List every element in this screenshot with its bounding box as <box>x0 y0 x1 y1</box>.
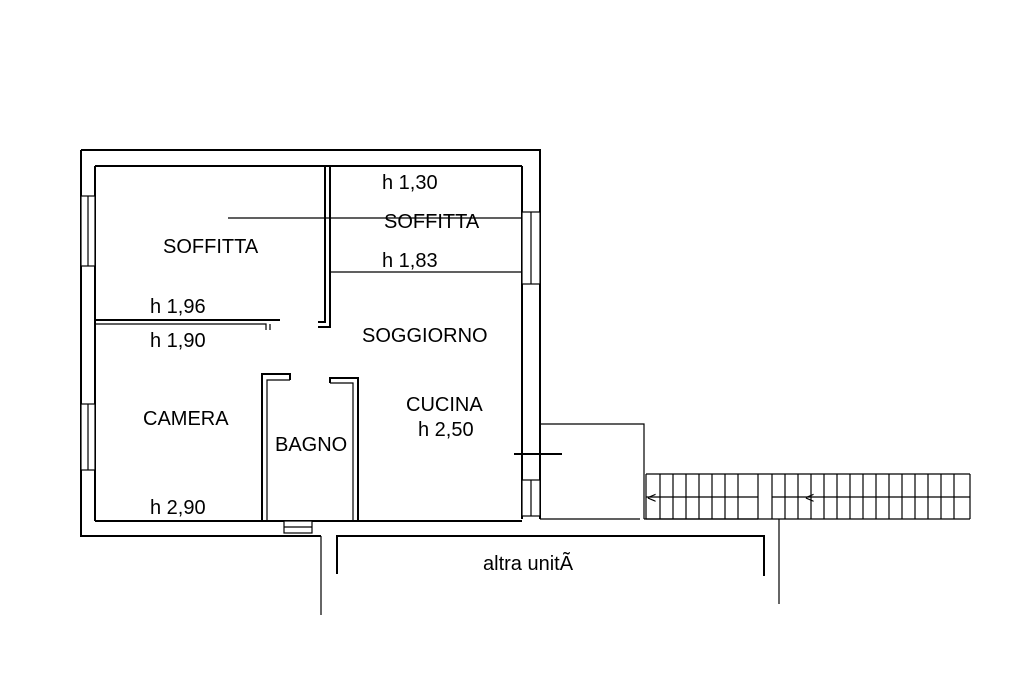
room-label-bagno: BAGNO <box>275 434 347 456</box>
room-label-soffitta-right: SOFFITTA <box>384 211 480 233</box>
stair-arrow-right-icon: < <box>805 490 814 507</box>
stair-arrow-left-icon: < <box>647 490 656 507</box>
stairs: < < <box>645 473 971 520</box>
height-label-290: h 2,90 <box>150 497 206 519</box>
height-label-196: h 1,96 <box>150 296 206 318</box>
adjacent-unit <box>320 519 780 615</box>
window-left-bottom <box>80 403 96 471</box>
height-label-250: h 2,50 <box>418 419 474 441</box>
window-bottom <box>283 520 313 534</box>
height-label-190: h 1,90 <box>150 330 206 352</box>
window-left-top <box>80 195 96 267</box>
window-right-bottom <box>521 479 541 517</box>
height-label-183: h 1,83 <box>382 250 438 272</box>
room-label-soffitta-left: SOFFITTA <box>163 236 259 258</box>
room-label-camera: CAMERA <box>143 408 229 430</box>
height-label-130: h 1,30 <box>382 172 438 194</box>
window-right-top <box>521 211 541 285</box>
room-label-cucina: CUCINA <box>406 394 483 416</box>
room-label-soggiorno: SOGGIORNO <box>362 325 488 347</box>
interior-walls <box>95 166 562 521</box>
room-label-altra-unita: altra unitÃ <box>483 551 574 575</box>
